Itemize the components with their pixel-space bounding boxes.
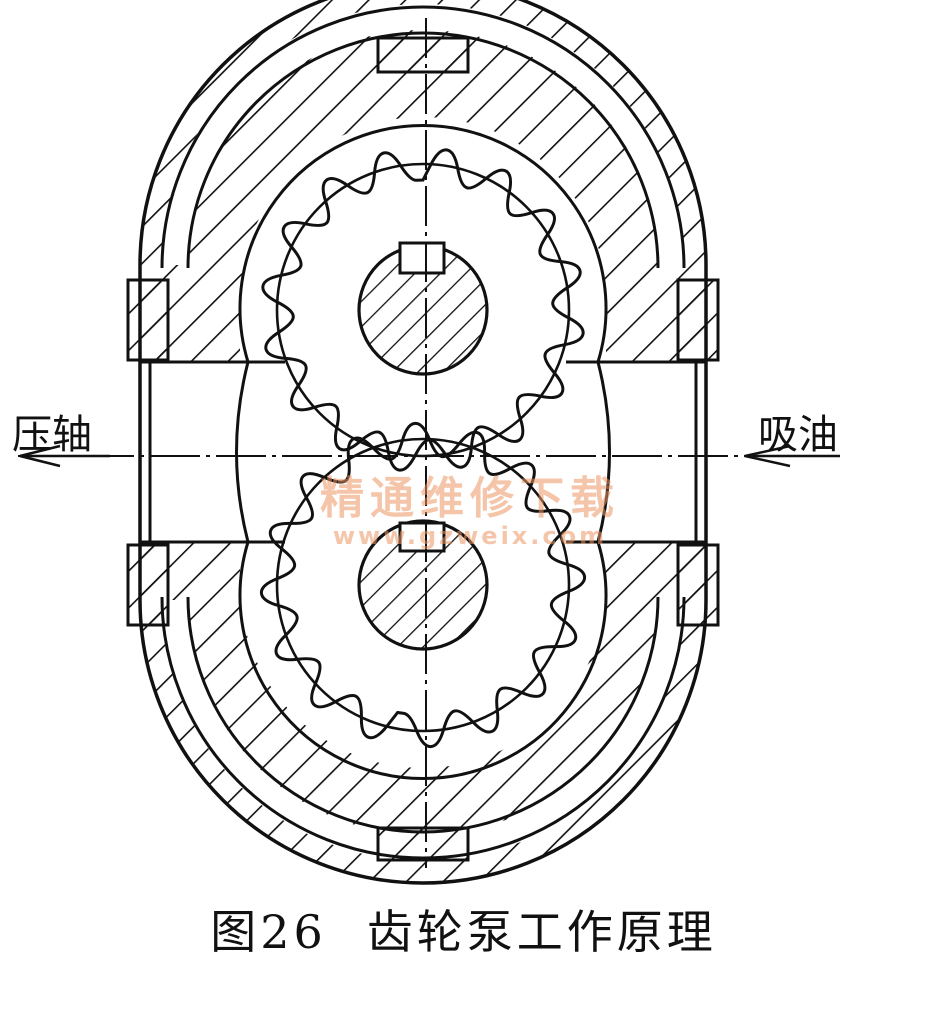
lower-shaft	[357, 519, 489, 651]
inlet-label: 吸油	[758, 412, 838, 458]
outlet-port	[140, 360, 285, 544]
figure-caption: 图26 齿轮泵工作原理	[0, 896, 927, 962]
figure-number: 图26	[210, 905, 327, 959]
figure-title: 齿轮泵工作原理	[366, 905, 717, 959]
gear-cavity	[235, 124, 611, 780]
inlet-arrow	[744, 444, 840, 468]
outlet-arrow	[19, 444, 110, 468]
gear-pitch-circle	[275, 437, 571, 733]
outlet-label: 压轴	[12, 412, 92, 458]
center-lines	[18, 18, 840, 868]
upper-shaft	[357, 241, 489, 376]
inlet-port	[566, 360, 706, 544]
